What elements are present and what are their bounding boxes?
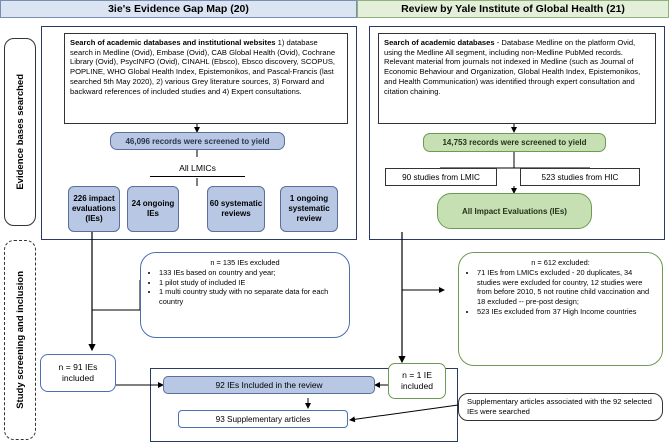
supplementary-note-text: Supplementary articles associated with t…: [467, 397, 652, 416]
category-impact-evaluations-text: 226 impact evaluations (IEs): [71, 194, 116, 223]
review-included-text: 92 IEs Included in the review: [215, 380, 323, 390]
category-ongoing-systematic-review-text: 1 ongoing systematic review: [288, 194, 330, 223]
left-included-box: n = 91 IEs included: [40, 354, 116, 392]
right-excluded-item: 71 IEs from LMICs excluded - 20 duplicat…: [477, 268, 654, 307]
right-excluded-item: 523 IEs excluded from 37 High Income cou…: [477, 307, 654, 317]
category-systematic-reviews: 60 systematic reviews: [207, 186, 265, 232]
right-all-ies: All Impact Evaluations (IEs): [437, 193, 592, 229]
right-excluded-list: 71 IEs from LMICs excluded - 20 duplicat…: [467, 268, 654, 317]
right-included-box: n = 1 IE included: [388, 363, 446, 399]
category-systematic-reviews-text: 60 systematic reviews: [209, 199, 263, 218]
left-included-text: n = 91 IEs included: [58, 361, 98, 383]
right-hic-text: 523 studies from HIC: [541, 172, 619, 182]
right-lmic-box: 90 studies from LMIC: [385, 168, 497, 186]
right-included-text: n = 1 IE included: [400, 369, 433, 391]
left-search-title: Search of academic databases and institu…: [70, 38, 276, 47]
supplementary-note: Supplementary articles associated with t…: [458, 393, 663, 421]
left-all-lmics: All LMICs: [150, 163, 245, 177]
right-search-text: - Database Medline on the platform Ovid,…: [384, 38, 641, 96]
left-search-box: Search of academic databases and institu…: [64, 33, 348, 124]
side-label-evidence: Evidence bases searched: [4, 38, 36, 226]
left-excluded-item: 1 multi country study with no separate d…: [159, 287, 341, 307]
category-ongoing-ies: 24 ongoing IEs: [127, 186, 179, 232]
side-label-screening: Study screening and inclusion: [4, 240, 36, 440]
right-hic-box: 523 studies from HIC: [520, 168, 640, 186]
category-ongoing-ies-text: 24 ongoing IEs: [131, 199, 175, 218]
left-all-lmics-text: All LMICs: [179, 163, 216, 173]
category-impact-evaluations: 226 impact evaluations (IEs): [68, 186, 120, 232]
right-records-text: 14,753 records were screened to yield: [442, 138, 587, 147]
right-records-pill: 14,753 records were screened to yield: [423, 133, 606, 152]
left-header: 3ie's Evidence Gap Map (20): [0, 0, 357, 18]
left-excluded-title: n = 135 IEs excluded: [210, 258, 280, 267]
left-records-text: 46,096 records were screened to yield: [125, 136, 270, 146]
left-header-text: 3ie's Evidence Gap Map (20): [108, 3, 249, 15]
supplementary-box: 93 Supplementary articles: [178, 410, 348, 428]
left-excluded-item: 133 IEs based on country and year;: [159, 268, 341, 278]
left-excluded-box: n = 135 IEs excluded 133 IEs based on co…: [140, 252, 350, 338]
right-excluded-box: n = 612 excluded: 71 IEs from LMICs excl…: [458, 252, 663, 366]
right-all-ies-text: All Impact Evaluations (IEs): [462, 206, 567, 216]
right-header-text: Review by Yale Institute of Global Healt…: [401, 3, 625, 15]
left-search-text: 1) database search in Medline (Ovid), Em…: [70, 38, 336, 96]
review-included-box: 92 IEs Included in the review: [163, 376, 375, 394]
right-excluded-title: n = 612 excluded:: [531, 258, 590, 267]
right-lmic-text: 90 studies from LMIC: [402, 172, 480, 182]
right-search-box: Search of academic databases - Database …: [378, 33, 656, 124]
supplementary-text: 93 Supplementary articles: [215, 414, 311, 424]
left-excluded-item: 1 pilot study of included IE: [159, 278, 341, 288]
category-ongoing-systematic-review: 1 ongoing systematic review: [280, 186, 338, 232]
left-excluded-list: 133 IEs based on country and year; 1 pil…: [149, 268, 341, 307]
right-header: Review by Yale Institute of Global Healt…: [357, 0, 669, 18]
left-records-pill: 46,096 records were screened to yield: [110, 132, 285, 150]
right-search-title: Search of academic databases: [384, 38, 495, 47]
